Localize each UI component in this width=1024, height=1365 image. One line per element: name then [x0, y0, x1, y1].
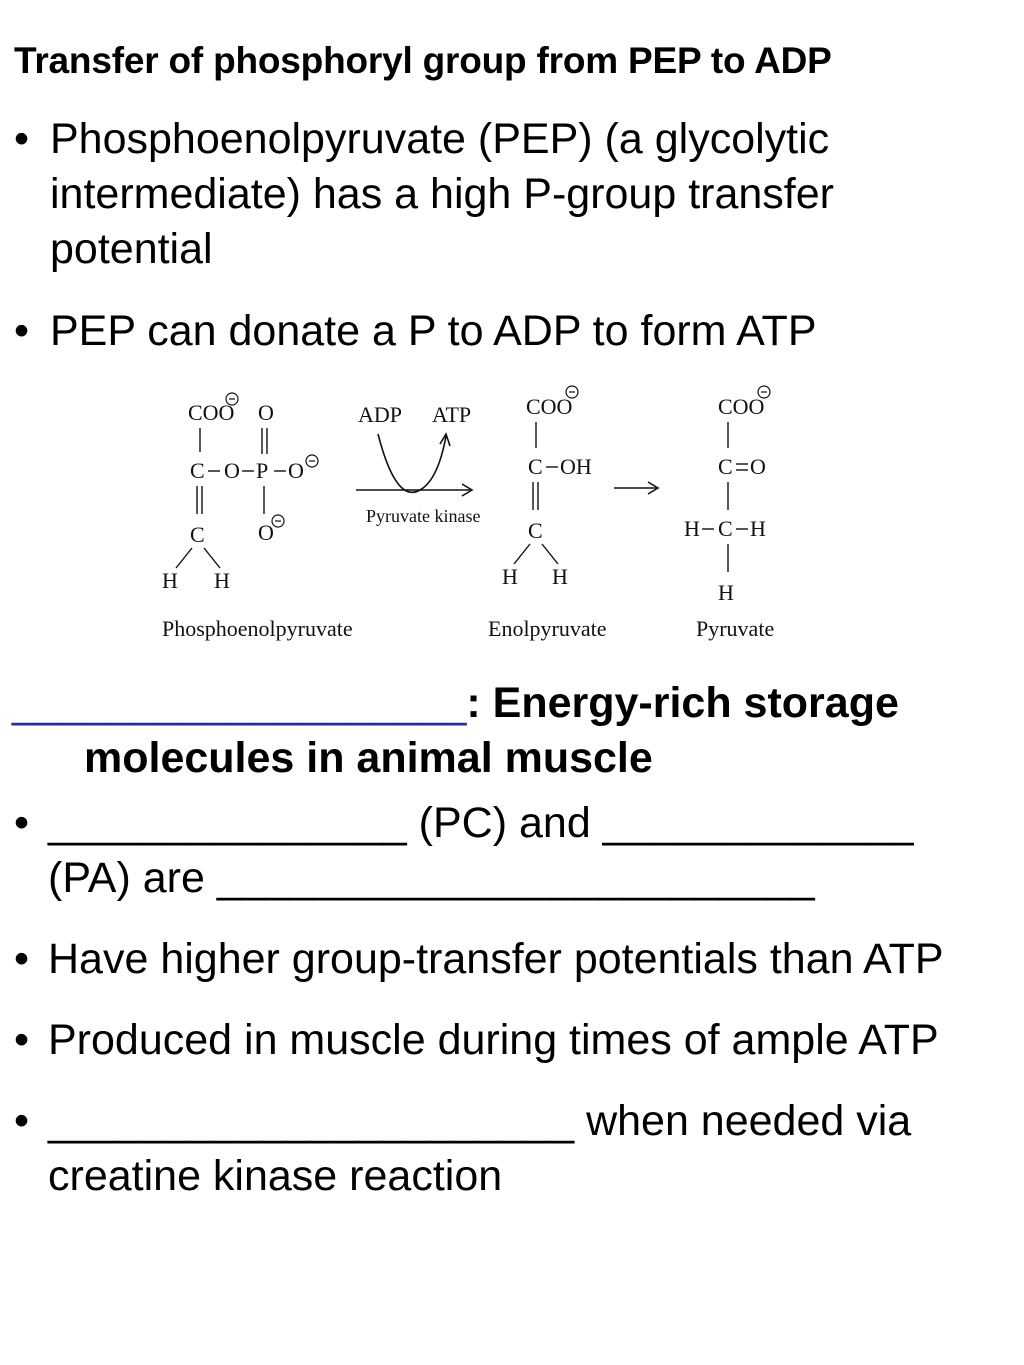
bullet-text: PEP can donate a P to ADP to form ATP	[50, 307, 817, 355]
bullet-marker: •	[14, 799, 30, 847]
bullet-pep-transfer-potential: • Phosphoenolpyruvate (PEP) (a glycolyti…	[0, 112, 1024, 277]
bullet-text: Produced in muscle during times of ample…	[48, 1016, 939, 1064]
svg-text:COO: COO	[188, 400, 234, 425]
svg-text:H: H	[750, 516, 766, 541]
svg-text:O: O	[258, 520, 274, 545]
svg-text:H: H	[502, 564, 518, 589]
bottom-bullet-list: • _______________ (PC) and _____________…	[0, 796, 1024, 1204]
enolpyruvate-label: Enolpyruvate	[488, 616, 607, 641]
slide-title: Transfer of phosphoryl group from PEP to…	[14, 40, 832, 81]
enolpyruvate-structure: COO C OH C H H	[502, 385, 592, 589]
tautomer-arrow	[614, 481, 660, 495]
pep-label: Phosphoenolpyruvate	[162, 616, 353, 641]
bullet-produced-in-muscle: • Produced in muscle during times of amp…	[0, 1013, 1024, 1068]
bullet-marker: •	[14, 307, 30, 355]
svg-text:COO: COO	[526, 394, 572, 419]
svg-text:C: C	[528, 454, 543, 479]
adp-label: ADP	[358, 402, 402, 427]
heading-text-2: molecules in animal muscle	[84, 734, 653, 782]
fill-in-blank: ___________________	[12, 679, 467, 727]
enzyme-label: Pyruvate kinase	[366, 506, 480, 526]
svg-text:P: P	[256, 458, 268, 483]
bullet-marker: •	[14, 935, 30, 983]
bullet-pep-donate: • PEP can donate a P to ADP to form ATP	[0, 304, 1024, 359]
phosphagens-heading: ___________________: Energy-rich storage…	[12, 676, 1012, 786]
svg-text:H: H	[718, 580, 734, 605]
svg-text:C: C	[528, 518, 543, 543]
top-bullet-list: • Phosphoenolpyruvate (PEP) (a glycolyti…	[0, 112, 1024, 359]
pyruvate-label: Pyruvate	[696, 616, 774, 641]
pyruvate-structure: COO C O H C H H	[684, 385, 771, 605]
bullet-text: Phosphoenolpyruvate (PEP) (a glycolytic …	[50, 115, 834, 273]
bullet-higher-potential: • Have higher group-transfer potentials …	[0, 932, 1024, 987]
svg-text:O: O	[258, 400, 274, 425]
atp-label: ATP	[432, 402, 471, 427]
bullet-marker: •	[14, 115, 30, 163]
svg-text:H: H	[684, 516, 700, 541]
svg-text:O: O	[224, 458, 240, 483]
svg-text:H: H	[214, 568, 230, 593]
bullet-creatine-kinase: • ______________________ when needed via…	[0, 1094, 1024, 1204]
svg-text:H: H	[552, 564, 568, 589]
svg-text:O: O	[750, 454, 766, 479]
heading-text-1: : Energy-rich storage	[466, 679, 899, 727]
svg-text:C: C	[190, 522, 205, 547]
svg-text:C: C	[718, 454, 733, 479]
svg-text:C: C	[190, 458, 205, 483]
bullet-marker: •	[14, 1097, 30, 1145]
svg-text:COO: COO	[718, 394, 764, 419]
svg-text:O: O	[288, 458, 304, 483]
pep-structure: COO O C O P O O C H H	[162, 392, 319, 593]
bullet-text: _______________ (PC) and _____________ (…	[48, 799, 914, 902]
bullet-pc-pa: • _______________ (PC) and _____________…	[0, 796, 1024, 906]
svg-text:OH: OH	[560, 454, 592, 479]
bullet-marker: •	[14, 1016, 30, 1064]
pyruvate-kinase-reaction-diagram: COO O C O P O O C H H Phosphoenolpyruvat…	[162, 385, 774, 641]
bullet-text: ______________________ when needed via c…	[48, 1097, 912, 1200]
bullet-text: Have higher group-transfer potentials th…	[48, 935, 944, 983]
kinase-arrow: ADP ATP Pyruvate kinase	[356, 402, 480, 526]
svg-text:H: H	[162, 568, 178, 593]
svg-text:C: C	[718, 516, 733, 541]
